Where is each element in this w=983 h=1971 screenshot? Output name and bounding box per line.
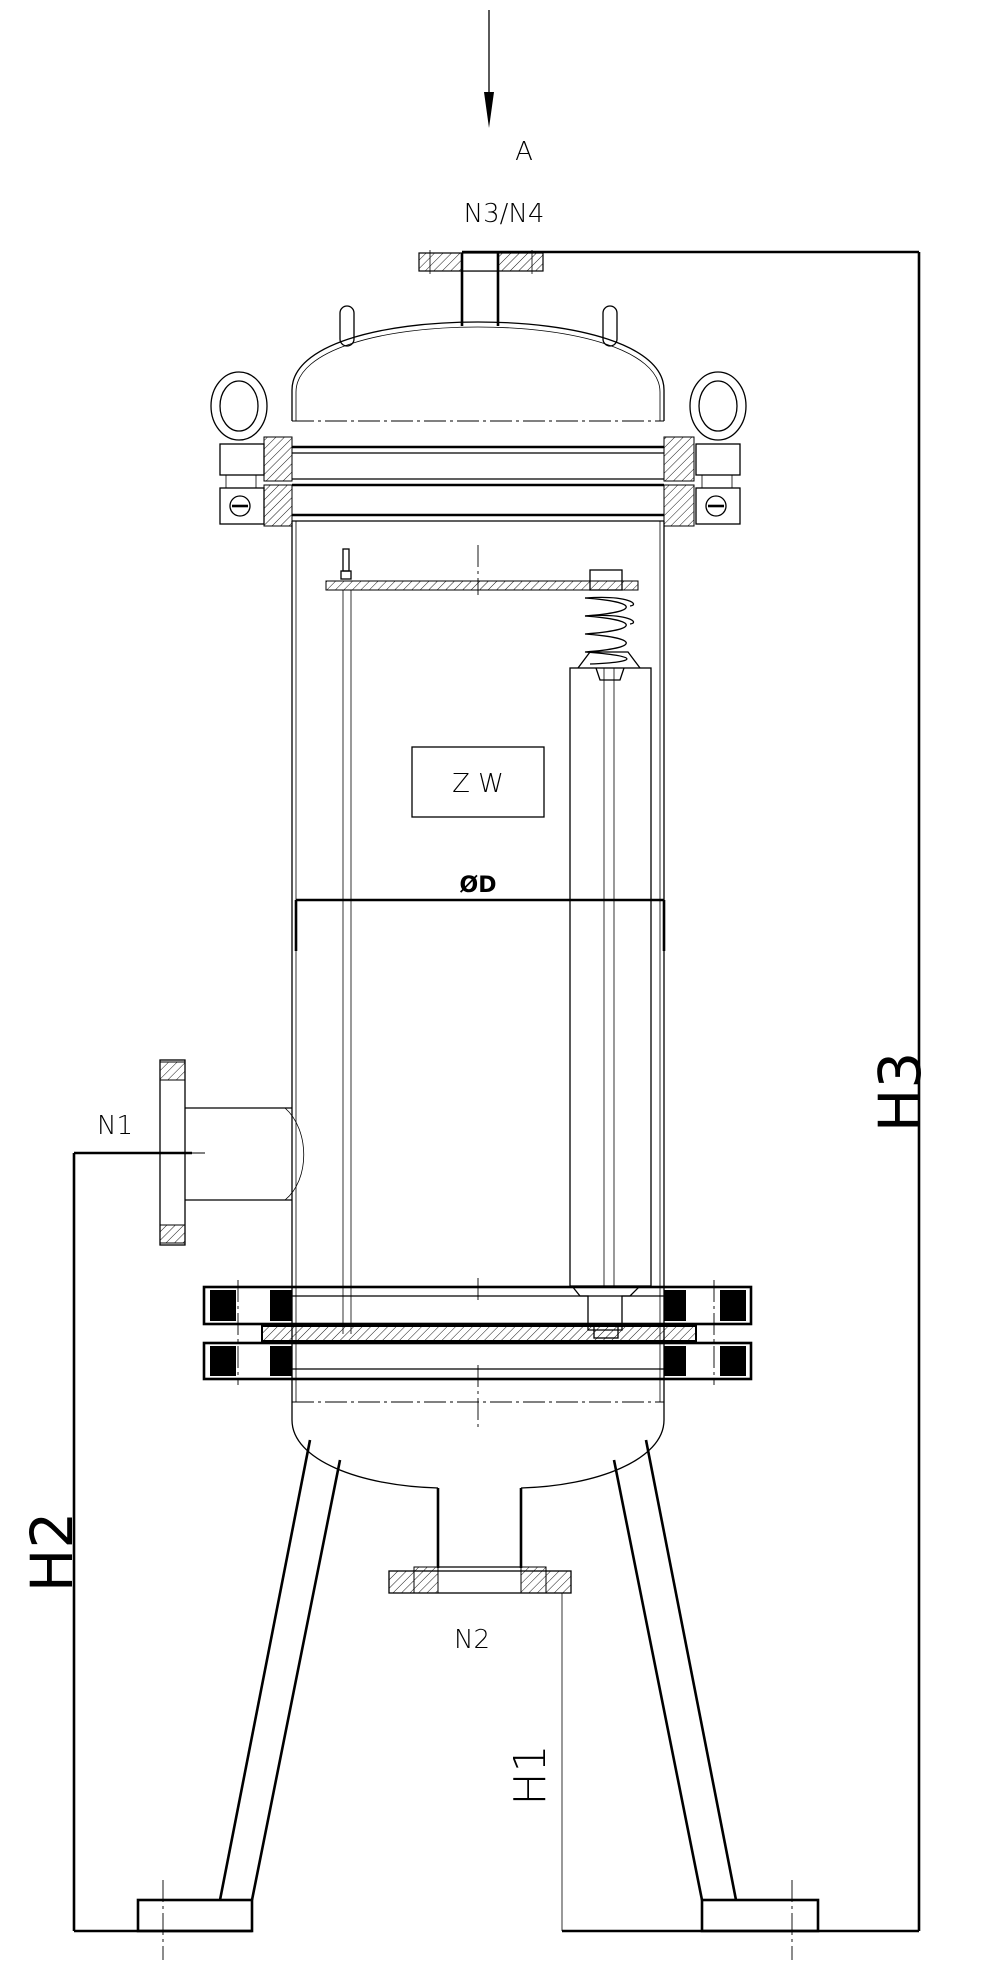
clamp-left bbox=[210, 371, 293, 527]
h3-label: H3 bbox=[866, 1052, 934, 1133]
bottom-body-flanges bbox=[202, 1278, 753, 1430]
nozzle-label-n3-n4: N3/N4 bbox=[464, 199, 545, 229]
spring-assembly bbox=[577, 569, 641, 681]
h2-dimension bbox=[72, 1151, 252, 1933]
leg-left bbox=[136, 1439, 342, 1960]
filter-bag bbox=[569, 667, 652, 1339]
clamp-right bbox=[663, 371, 747, 527]
nozzle-label-n1: N1 bbox=[97, 1111, 133, 1141]
leg-right bbox=[612, 1439, 820, 1960]
top-flange-rings bbox=[292, 445, 664, 522]
marking-label: Z W bbox=[452, 769, 504, 799]
diameter-label: ØD bbox=[460, 873, 497, 898]
top-head bbox=[291, 305, 665, 422]
nozzle-label-n2: N2 bbox=[454, 1625, 490, 1655]
h1-label: H1 bbox=[505, 1744, 556, 1805]
shell bbox=[291, 521, 665, 1402]
tie-rod bbox=[340, 548, 352, 1334]
top-nozzle bbox=[418, 250, 544, 326]
marking-box bbox=[411, 746, 545, 818]
bottom-head bbox=[291, 1401, 665, 1594]
h2-label: H2 bbox=[18, 1512, 86, 1593]
view-label: A bbox=[515, 137, 533, 167]
diameter-dimension bbox=[294, 898, 666, 951]
view-arrow bbox=[484, 10, 494, 128]
basket-support-plate bbox=[325, 580, 639, 591]
